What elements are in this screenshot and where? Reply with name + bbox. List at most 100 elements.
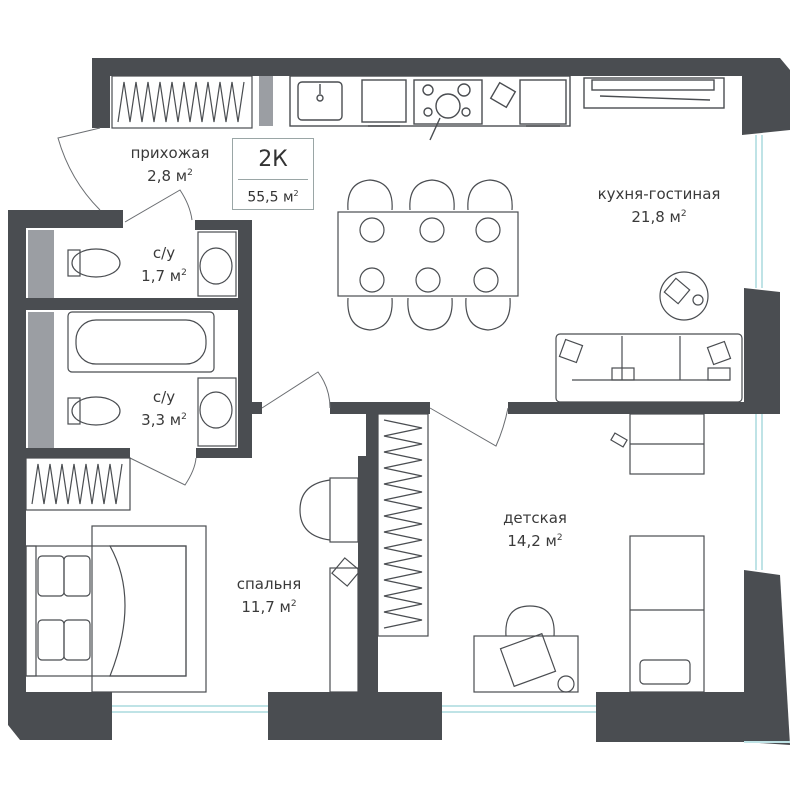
wardrobe-hall-hangers bbox=[117, 81, 245, 123]
pan-handle bbox=[429, 117, 441, 141]
room-area: 3,3 м2 bbox=[141, 411, 187, 429]
wall-bath-sep bbox=[26, 298, 252, 310]
kids-laptop bbox=[499, 632, 557, 688]
wall-bath-bottom2 bbox=[196, 448, 252, 458]
plate-2 bbox=[419, 217, 445, 243]
wardrobe-hall bbox=[111, 75, 253, 129]
wall-bottom-left-block bbox=[8, 692, 112, 740]
pillow-1 bbox=[558, 338, 584, 364]
washbasin-1 bbox=[199, 247, 233, 285]
bedroom-furniture bbox=[25, 477, 361, 693]
room-name: детская bbox=[503, 509, 567, 527]
burner-3 bbox=[435, 93, 461, 119]
wall-kitchen-kids-left bbox=[330, 402, 430, 414]
chair-6 bbox=[465, 297, 511, 331]
tv-detail bbox=[599, 95, 711, 101]
pillow-4 bbox=[707, 367, 731, 381]
bedroom-dresser bbox=[329, 567, 359, 693]
room-name: с/у bbox=[152, 244, 176, 262]
windows bbox=[112, 135, 790, 743]
room-area: 2,8 м2 bbox=[147, 167, 193, 185]
wall-bedroom-stub bbox=[358, 456, 370, 692]
bed-pillow-2 bbox=[37, 619, 65, 661]
room-label-kids: детская 14,2 м2 bbox=[480, 508, 590, 551]
bed-rug bbox=[91, 525, 207, 693]
plate-3 bbox=[475, 217, 501, 243]
pillow-2 bbox=[706, 340, 732, 366]
room-label-hall: прихожая 2,8 м2 bbox=[110, 143, 230, 186]
room-name: прихожая bbox=[130, 144, 210, 162]
wardrobes bbox=[25, 75, 429, 637]
shaft-left-1 bbox=[28, 230, 54, 298]
bed-headboard bbox=[25, 545, 37, 677]
rug-item bbox=[663, 277, 691, 305]
living-furniture bbox=[555, 271, 743, 403]
counter bbox=[289, 75, 571, 127]
vanity bbox=[329, 477, 359, 543]
wall-bath-bottom bbox=[26, 448, 130, 458]
room-label-wc2: с/у 3,3 м2 bbox=[126, 387, 202, 430]
bathroom-fixtures bbox=[67, 231, 237, 447]
room-area: 1,7 м2 bbox=[141, 267, 187, 285]
cooktop bbox=[413, 79, 483, 125]
bed-pillow-3 bbox=[63, 555, 91, 597]
sink-drain bbox=[316, 94, 324, 102]
toilet-bowl-2 bbox=[71, 396, 121, 426]
plate-4 bbox=[359, 267, 385, 293]
wall-kitchen-kids-right bbox=[508, 402, 744, 414]
gray-panels bbox=[28, 76, 273, 448]
burner-4 bbox=[461, 107, 471, 117]
wall-top-left-stub bbox=[92, 58, 110, 128]
burner-1 bbox=[422, 84, 434, 96]
kids-lamp bbox=[557, 675, 575, 693]
chair-1 bbox=[347, 179, 393, 211]
room-area: 11,7 м2 bbox=[241, 598, 297, 616]
apartment-total-area: 55,5 м2 bbox=[247, 189, 299, 206]
sink-counter-2 bbox=[197, 377, 237, 447]
wall-bath-top1 bbox=[195, 220, 252, 230]
tv bbox=[591, 79, 715, 91]
chair-3 bbox=[467, 179, 513, 211]
plate-6 bbox=[473, 267, 499, 293]
wall-right-low bbox=[744, 570, 790, 745]
badge-divider bbox=[238, 179, 308, 180]
wardrobe-bedroom-hangers bbox=[31, 463, 123, 505]
kids-furniture bbox=[473, 413, 705, 693]
dining-table bbox=[337, 211, 519, 297]
wardrobe-bedroom-top bbox=[25, 457, 131, 511]
door-entrance bbox=[57, 127, 101, 211]
apartment-badge: 2К 55,5 м2 bbox=[232, 138, 314, 210]
round-rug bbox=[659, 271, 709, 321]
bathtub-inner bbox=[75, 319, 207, 365]
bathtub bbox=[67, 311, 215, 373]
kids-desk bbox=[473, 635, 579, 693]
plate-5 bbox=[415, 267, 441, 293]
burner-5 bbox=[423, 107, 433, 117]
wall-top bbox=[92, 58, 780, 76]
plate-1 bbox=[359, 217, 385, 243]
room-name: с/у bbox=[152, 388, 176, 406]
room-name: кухня-гостиная bbox=[597, 185, 721, 203]
pillow-3 bbox=[611, 367, 635, 381]
toilet-bowl-1 bbox=[71, 248, 121, 278]
door-wc2 bbox=[129, 457, 197, 486]
bed-blanket bbox=[108, 545, 187, 677]
wall-bath-gap bbox=[252, 402, 262, 414]
walls bbox=[8, 58, 790, 745]
sofa bbox=[555, 333, 743, 403]
bed-pillow-4 bbox=[63, 619, 91, 661]
wall-top-right-block bbox=[742, 58, 790, 135]
chair-4 bbox=[347, 297, 393, 331]
appliance-1 bbox=[361, 79, 407, 123]
washbasin-2 bbox=[199, 391, 233, 429]
kids-pillow bbox=[639, 659, 691, 685]
room-name: спальня bbox=[236, 575, 302, 593]
kids-bed bbox=[629, 535, 705, 693]
room-label-bedroom: спальня 11,7 м2 bbox=[214, 574, 324, 617]
burner-2 bbox=[457, 83, 471, 97]
kitchen-counter bbox=[289, 75, 725, 141]
room-label-wc1: с/у 1,7 м2 bbox=[126, 243, 202, 286]
apartment-type: 2К bbox=[258, 147, 288, 172]
room-area: 14,2 м2 bbox=[507, 532, 563, 550]
